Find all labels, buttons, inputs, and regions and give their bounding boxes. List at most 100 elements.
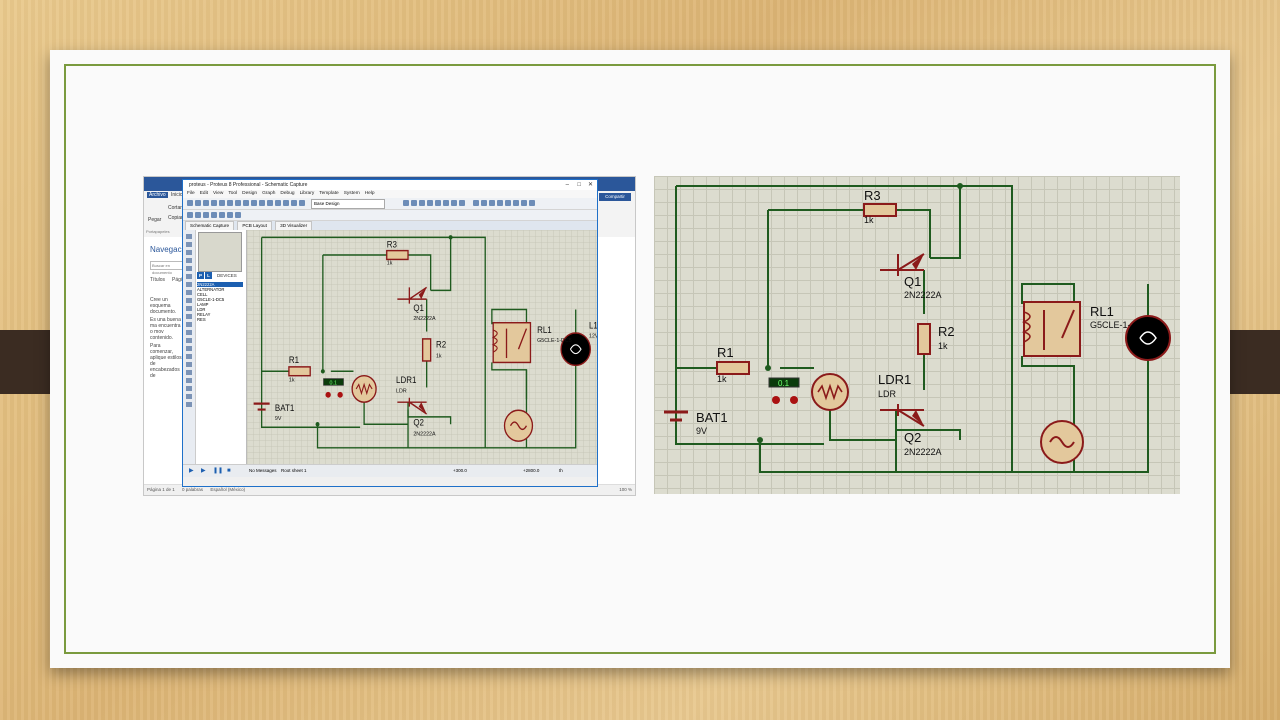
resistor-r2[interactable] <box>422 338 432 362</box>
device-item[interactable]: CELL <box>197 292 208 297</box>
status-sheet: Root sheet 1 <box>281 468 307 473</box>
resistor-r1[interactable] <box>288 366 311 377</box>
design-select[interactable]: Base Design <box>311 199 385 209</box>
tab-file[interactable]: Archivo <box>147 192 168 198</box>
lamp-l1[interactable] <box>1125 315 1171 361</box>
transistor-q1-arrow <box>912 254 924 270</box>
junction-dot <box>448 235 453 240</box>
relay-rl1[interactable] <box>1023 301 1081 357</box>
relay-rl1[interactable] <box>492 321 532 364</box>
paste-button[interactable]: Pegar <box>148 217 162 223</box>
wire-r3-right <box>896 209 931 258</box>
menu-template[interactable]: Template <box>319 191 339 196</box>
label-r3: R3 <box>864 188 881 203</box>
word-navigation-pane: Navegación Buscar en documento Títulos P… <box>144 237 192 485</box>
nav-tab-titles[interactable]: Títulos <box>150 277 166 283</box>
ldr-knob-right[interactable] <box>337 391 343 398</box>
device-item[interactable]: RES <box>197 317 206 322</box>
value-ldr1: LDR <box>878 389 897 399</box>
toolbar-2 <box>183 210 597 221</box>
value-q2: 2N2222A <box>413 431 435 437</box>
transistor-q2[interactable] <box>880 404 925 427</box>
device-item[interactable]: ALTERNATOR <box>197 287 225 292</box>
value-rl1: G5CLE-1-DC5 <box>537 338 572 344</box>
pick-button[interactable]: P <box>197 272 204 279</box>
battery-bat1[interactable] <box>253 402 270 411</box>
nav-tab-pages[interactable]: Pági <box>172 277 183 283</box>
menu-view[interactable]: View <box>213 191 224 196</box>
ldr-meter <box>323 378 344 386</box>
menu-help[interactable]: Help <box>364 191 375 196</box>
clipboard-group-label: Portapapeles <box>146 229 170 234</box>
menu-tool[interactable]: Tool <box>228 191 238 196</box>
wire-top <box>676 185 1013 473</box>
wire-bottom <box>759 440 896 473</box>
transistor-q1[interactable] <box>397 286 428 304</box>
relay-coil <box>1021 311 1031 343</box>
device-item[interactable]: G5CLE-1-DC5 <box>197 297 225 302</box>
alternator-wave-icon <box>509 421 528 431</box>
label-ldr1: LDR1 <box>878 372 911 387</box>
resistor-r1[interactable] <box>716 361 750 375</box>
value-bat1: 9V <box>275 416 282 422</box>
status-messages[interactable]: No Messages <box>249 468 277 473</box>
close-icon[interactable]: ✕ <box>587 182 593 188</box>
cut-button[interactable]: Cortar <box>168 205 182 211</box>
device-item[interactable]: LAMP <box>197 302 209 307</box>
coord-y: +2800.0 <box>523 468 540 473</box>
wire-relay-coil <box>485 362 528 449</box>
value-q2: 2N2222A <box>904 447 942 457</box>
pause-icon[interactable]: ❚❚ <box>213 468 224 474</box>
ldr-sensor[interactable] <box>811 373 849 411</box>
menu-bar: File Edit View Tool Design Graph Debug Library T… <box>183 190 597 198</box>
ldr-knob-left[interactable] <box>772 396 780 404</box>
ldr-meter <box>768 377 800 388</box>
wire-q1-collector <box>930 188 961 259</box>
ldr-meter-reading: 0.1 <box>778 379 790 388</box>
junction-dot <box>957 183 963 189</box>
device-item[interactable]: 2N2222A <box>197 282 243 287</box>
device-item[interactable]: RELAY <box>197 312 211 317</box>
menu-edit[interactable]: Edit <box>199 191 209 196</box>
resistor-r3[interactable] <box>863 203 897 217</box>
window-title: proteus - Proteus 8 Professional - Schem… <box>189 182 308 188</box>
ldr-sensor[interactable] <box>351 374 377 403</box>
ldr-symbol <box>817 383 843 401</box>
lamp-l1[interactable] <box>560 332 592 367</box>
resistor-r2[interactable] <box>917 323 931 355</box>
wire-q2-collector <box>407 409 452 425</box>
stop-icon[interactable]: ■ <box>227 468 231 474</box>
transistor-q2[interactable] <box>397 397 428 415</box>
device-item[interactable]: LDR <box>197 307 206 312</box>
ldr-knob-right[interactable] <box>790 396 798 404</box>
label-q2: Q2 <box>904 430 921 445</box>
share-button[interactable]: Compartir <box>599 193 631 201</box>
step-icon[interactable]: ▶ <box>201 468 206 474</box>
status-zoom[interactable]: 100 % <box>619 487 632 492</box>
minimize-icon[interactable]: – <box>565 182 569 188</box>
play-icon[interactable]: ▶ <box>189 468 194 474</box>
copy-button[interactable]: Copiar <box>168 215 183 221</box>
battery-bat1[interactable] <box>664 410 688 422</box>
menu-debug[interactable]: Debug <box>280 191 295 196</box>
tool-sidebar <box>183 230 196 476</box>
library-button[interactable]: L <box>205 272 212 279</box>
menu-file[interactable]: File <box>187 191 195 196</box>
ldr-knob-left[interactable] <box>325 391 331 398</box>
devices-header: DEVICES <box>217 273 237 278</box>
tab-home[interactable]: Inicio <box>171 192 183 198</box>
relay-switch <box>517 328 528 350</box>
menu-design[interactable]: Design <box>242 191 258 196</box>
menu-library[interactable]: Library <box>299 191 315 196</box>
transistor-q1[interactable] <box>880 253 925 276</box>
menu-graph[interactable]: Graph <box>262 191 276 196</box>
nav-search-input[interactable]: Buscar en documento <box>150 261 185 275</box>
value-r1: 1k <box>289 377 295 383</box>
maximize-icon[interactable]: □ <box>577 182 581 188</box>
menu-system[interactable]: System <box>343 191 360 196</box>
wire-q2-collector <box>895 420 961 440</box>
resistor-r3[interactable] <box>386 249 409 261</box>
